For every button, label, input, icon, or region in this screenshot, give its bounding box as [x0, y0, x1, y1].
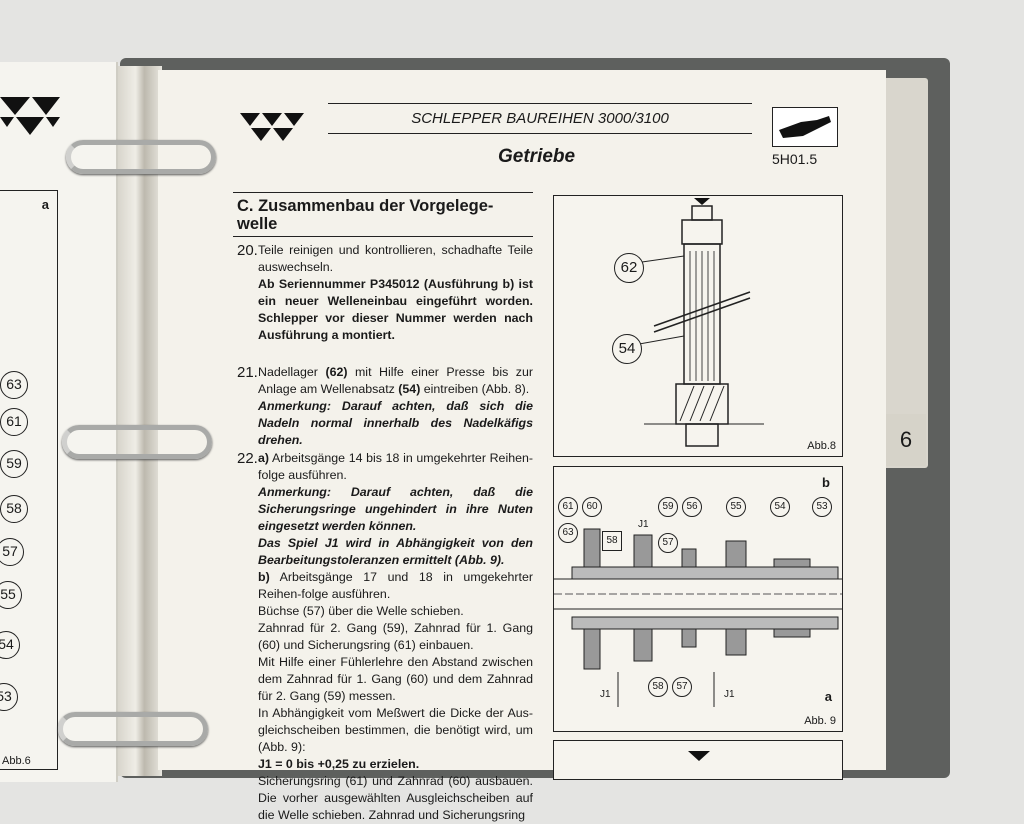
- callout: 61: [558, 497, 578, 517]
- callout: 58: [602, 531, 622, 551]
- header-rule: [328, 133, 752, 134]
- series-title: SCHLEPPER BAUREIHEN 3000/3100: [411, 110, 669, 127]
- figure-abb8: 62 54 Abb.8: [553, 195, 843, 457]
- page-stack: [118, 66, 162, 776]
- step-text: b) Arbeitsgänge 17 und 18 in umgekehrter…: [258, 570, 533, 601]
- callout: 53: [812, 497, 832, 517]
- step-note: Anmerkung: Darauf achten, daß die Sicher…: [258, 485, 533, 533]
- header-rule: [328, 103, 752, 104]
- callout: 54: [770, 497, 790, 517]
- section-rule: [233, 192, 533, 193]
- figure-caption: Abb.6: [2, 755, 31, 767]
- callout: 57: [672, 677, 692, 697]
- callout: 60: [582, 497, 602, 517]
- callout: 56: [682, 497, 702, 517]
- section-rule: [233, 236, 533, 237]
- step-21: 21. Nadellager (62) mit Hilfe einer Pres…: [233, 364, 533, 449]
- callout: 59: [658, 497, 678, 517]
- step-number: 20.: [237, 242, 258, 259]
- gap-label: J1: [600, 689, 611, 700]
- callout: 63: [0, 371, 28, 399]
- logo-icon: [240, 113, 304, 141]
- divider-card: [878, 78, 928, 468]
- figure-corner-label: b: [822, 475, 830, 490]
- gap-label: J1: [724, 689, 735, 700]
- step-note: Ab Seriennummer P345012 (Ausführung b) i…: [258, 277, 533, 342]
- step-20: 20. Teile reinigen und kontrollieren, sc…: [233, 242, 533, 344]
- step-text: a) Arbeitsgänge 14 bis 18 in umgekehrter…: [258, 451, 533, 482]
- callout: 55: [726, 497, 746, 517]
- step-text: Mit Hilfe einer Fühlerlehre den Abstand …: [258, 655, 533, 703]
- binder-ring: [62, 425, 212, 459]
- callout: 54: [612, 334, 642, 364]
- text-column: C. Zusammenbau der Vorgelege-welle 20. T…: [233, 192, 533, 824]
- figure-next: [553, 740, 843, 780]
- figure-abb9: b 61 60 59 56 55 54 53 63 58 57 J1 58 57…: [553, 466, 843, 732]
- step-text: Büchse (57) über die Welle schieben.: [258, 604, 464, 618]
- gear-shaft-section-drawing: [554, 528, 842, 707]
- page-title: Getriebe: [498, 146, 576, 167]
- callout: 61: [0, 408, 28, 436]
- step-note: Anmerkung: Darauf achten, daß sich die N…: [258, 399, 533, 447]
- step-text: Sicherungsring (61) und Zahnrad (60) aus…: [258, 774, 533, 822]
- binder-ring: [66, 140, 216, 174]
- callout: 58: [0, 495, 28, 523]
- callout: 59: [0, 450, 28, 478]
- step-text: J1 = 0 bis +0,25 zu erzielen.: [258, 757, 420, 771]
- callout: 58: [648, 677, 668, 697]
- section-heading: C. Zusammenbau der Vorgelege-welle: [237, 197, 494, 233]
- figure-corner-label: a: [824, 689, 832, 704]
- arrow-down-icon: [688, 751, 710, 761]
- wrench-hand-icon: [772, 107, 838, 147]
- step-number: 21.: [237, 364, 258, 381]
- figure-caption: Abb. 9: [804, 715, 836, 727]
- step-text: Teile reinigen und kontrollieren, schadh…: [258, 243, 533, 274]
- step-note: Das Spiel J1 wird in Abhängigkeit von de…: [258, 536, 533, 567]
- callout: 57: [0, 538, 24, 566]
- divider-tab[interactable]: 6: [886, 414, 926, 466]
- page-code: 5H01.5: [772, 151, 818, 167]
- callout: 57: [658, 533, 678, 553]
- step-number: 22.: [237, 450, 258, 467]
- callout: 63: [558, 523, 578, 543]
- logo-icon: [0, 97, 60, 135]
- left-page: a Abb.6 63 61 59 58 57 55 54 53: [0, 62, 118, 782]
- figure-corner-label: a: [41, 197, 49, 212]
- figure-caption: Abb.8: [807, 440, 836, 452]
- step-text: Nadellager (62) mit Hilfe einer Presse b…: [258, 365, 533, 396]
- callout: 55: [0, 581, 22, 609]
- binder-ring: [58, 712, 208, 746]
- step-text: Zahnrad für 2. Gang (59), Zahnrad für 1.…: [258, 621, 533, 652]
- shaft-drawing: [627, 198, 764, 447]
- step-text: In Abhängigkeit vom Meßwert die Dicke de…: [258, 706, 533, 754]
- callout: 62: [614, 253, 644, 283]
- gap-label: J1: [638, 519, 649, 530]
